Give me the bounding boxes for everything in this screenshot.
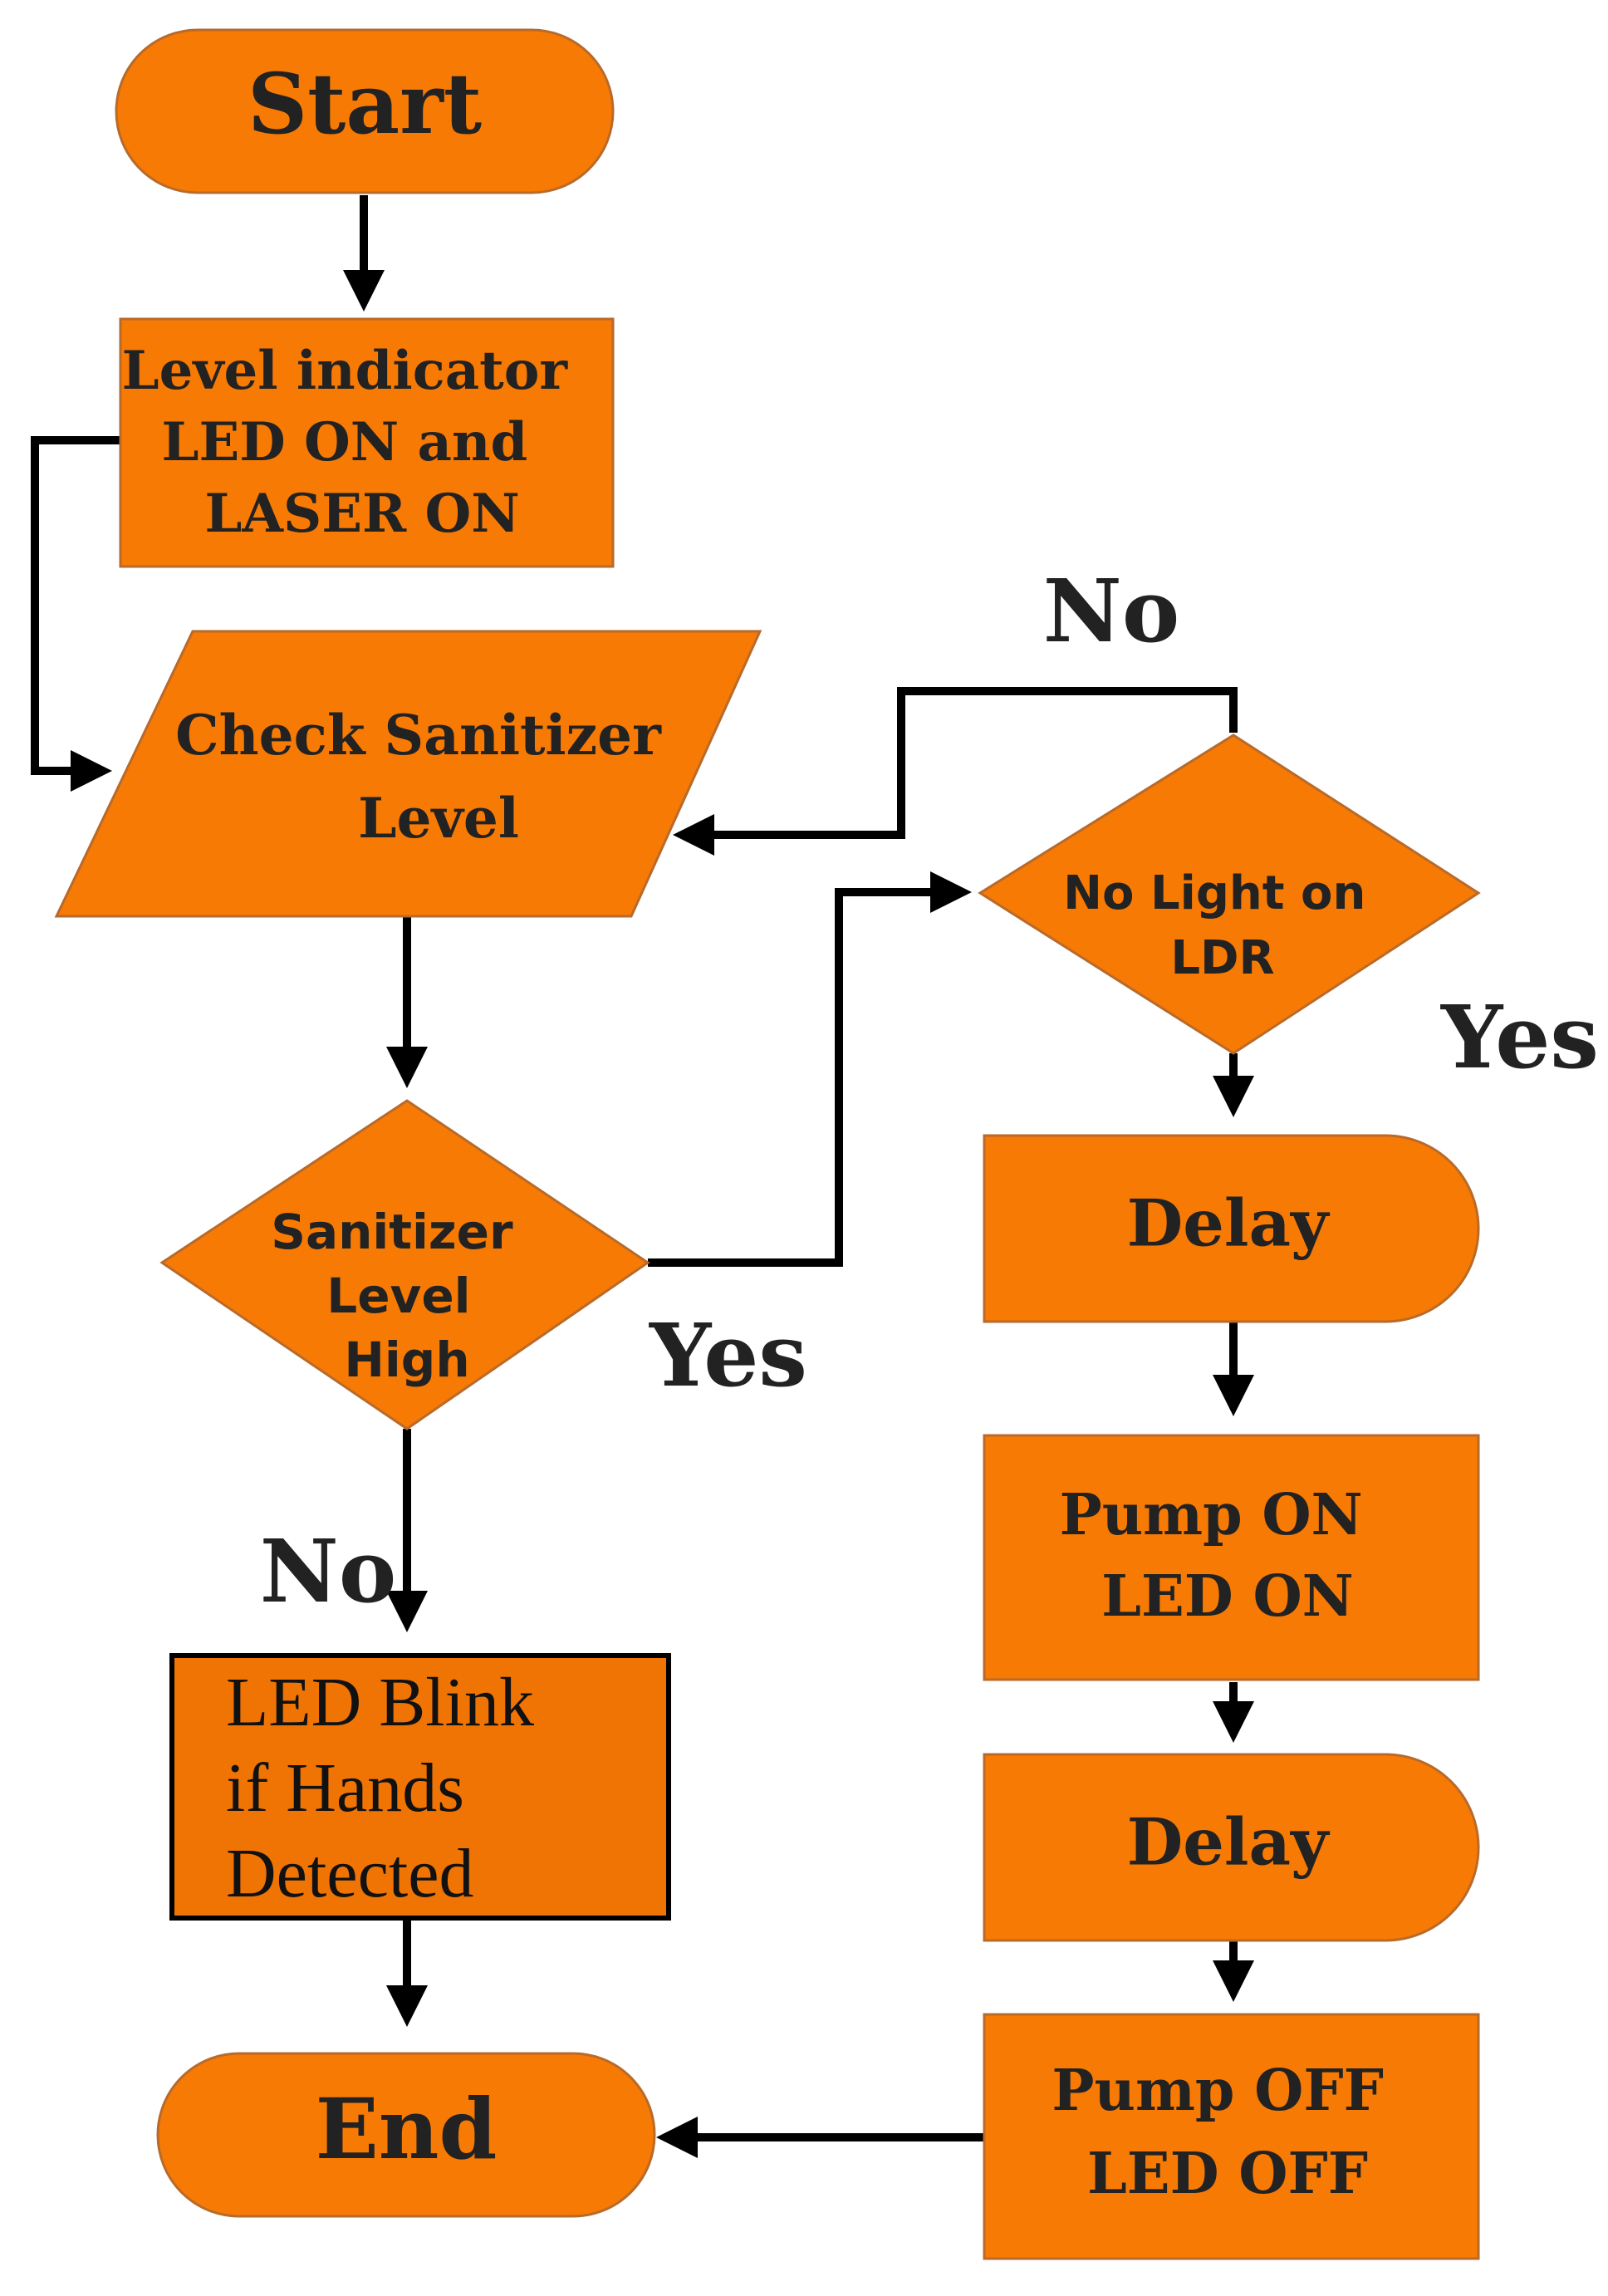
check-level-io-shape [54,630,762,918]
end-terminal-shape [156,2052,656,2218]
delay-1-label: Delay [1127,1186,1331,1262]
level-high-line-2: Level [326,1268,470,1324]
level-high-yes-label: Yes [649,1304,807,1406]
node-no-light-on-ldr: No Light on LDR [978,733,1481,1055]
level-indicator-label: Level indicator LED ON and LASER ON [122,340,586,545]
start-terminal-shape [115,28,615,194]
edge-labels: No Yes Yes No [260,560,1599,1622]
arrow-decision-yes-to-ldr [648,871,972,1267]
ldr-yes-label: Yes [1440,986,1599,1088]
connectors [31,195,1254,2158]
node-led-blink: LED Blink if Hands Detected [169,1653,671,1921]
led-blink-line-2: if Hands [226,1749,464,1827]
led-blink-line-1: LED Blink [226,1664,534,1741]
led-blink-process-shape [169,1653,671,1921]
end-label: End [316,2080,498,2178]
check-level-line-2: Level [358,786,519,851]
pump-on-line-2: LED ON [1101,1563,1354,1630]
check-level-label: Check Sanitizer Level [175,703,680,851]
ldr-label: No Light on LDR [1063,866,1382,985]
pump-off-label: Pump OFF LED OFF [1052,2058,1403,2207]
start-label: Start [248,55,482,153]
level-high-line-1: Sanitizer [271,1204,513,1260]
ldr-line-1: No Light on [1063,866,1365,920]
check-level-line-1: Check Sanitizer [175,703,662,768]
node-sanitizer-level-high: Sanitizer Level High [159,1099,650,1430]
level-indicator-line-3: LASER ON [204,483,519,545]
pump-on-process-shape [983,1434,1480,1681]
node-check-sanitizer-level: Check Sanitizer Level [54,630,762,918]
level-high-no-label: No [260,1520,396,1622]
delay-2-label: Delay [1127,1805,1331,1881]
level-indicator-line-1: Level indicator [122,340,569,402]
pump-on-label: Pump ON LED ON [1060,1482,1383,1630]
pump-off-process-shape [983,2013,1480,2260]
node-delay-1: Delay [983,1134,1480,1323]
pump-on-line-1: Pump ON [1060,1482,1363,1548]
delay-2-shape [983,1753,1480,1942]
ldr-line-2: LDR [1170,931,1274,985]
level-high-decision-shape [159,1099,650,1430]
delay-1-shape [983,1134,1480,1323]
node-delay-2: Delay [983,1753,1480,1942]
node-start: Start [115,28,615,194]
led-blink-line-3: Detected [226,1835,473,1912]
node-pump-off: Pump OFF LED OFF [983,2013,1480,2260]
pump-off-line-2: LED OFF [1087,2141,1368,2207]
level-indicator-process-shape [119,317,615,568]
node-end: End [156,2052,656,2218]
pump-off-line-1: Pump OFF [1052,2058,1384,2124]
node-level-indicator: Level indicator LED ON and LASER ON [119,317,615,568]
arrow-ldr-no-to-check [673,687,1238,856]
level-high-label: Sanitizer Level High [271,1204,530,1388]
ldr-no-label: No [1043,560,1179,662]
node-pump-on: Pump ON LED ON [983,1434,1480,1681]
level-high-line-3: High [344,1332,469,1388]
level-indicator-line-2: LED ON and [161,411,527,473]
arrow-indicator-to-check [31,436,120,792]
led-blink-label: LED Blink if Hands Detected [226,1664,552,1912]
ldr-decision-shape [978,733,1481,1055]
